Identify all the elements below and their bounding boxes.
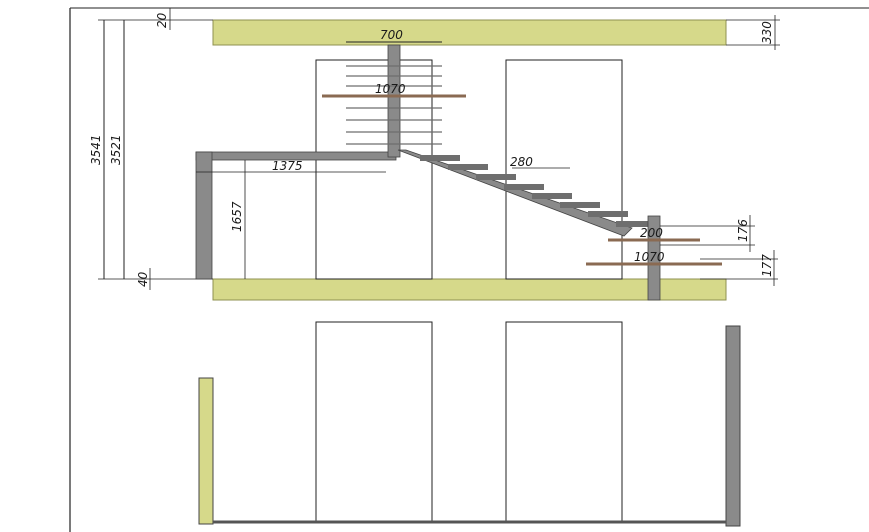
dim-label-3521: 3521 [109, 134, 123, 165]
dim-label-40: 40 [136, 271, 150, 287]
dim-label-20: 20 [155, 12, 169, 28]
dim-label-1070-top: 1070 [375, 82, 406, 96]
lower-left-post [198, 377, 214, 525]
lower-right-post [725, 325, 741, 527]
flight-tread [532, 193, 572, 199]
flight-treads [420, 155, 656, 227]
flight-tread [504, 184, 544, 190]
flight-tread [420, 155, 460, 161]
dim-label-1375: 1375 [272, 159, 303, 173]
lower-stair-post [647, 215, 661, 301]
dim-label-176: 176 [736, 219, 750, 242]
flight-tread [616, 221, 656, 227]
dim-label-280: 280 [510, 155, 533, 169]
window-upper-right [505, 59, 623, 280]
winder-treads [346, 65, 442, 145]
dim-label-700: 700 [380, 28, 403, 42]
dim-label-330: 330 [760, 21, 774, 44]
floor-slab [212, 278, 727, 301]
flight-tread [588, 211, 628, 217]
landing-post [195, 151, 213, 280]
dim-label-3541: 3541 [89, 134, 103, 165]
window-upper-left [315, 59, 433, 280]
diagonal-stringer [397, 149, 633, 237]
dim-label-1070-bottom: 1070 [634, 250, 665, 264]
dim-label-1657: 1657 [230, 201, 244, 232]
flight-tread [476, 174, 516, 180]
ceiling-slab [212, 19, 727, 46]
central-column [387, 44, 401, 158]
flight-tread [448, 164, 488, 170]
window-lower-right [505, 321, 623, 523]
window-lower-left [315, 321, 433, 523]
dim-label-177: 177 [760, 254, 774, 277]
flight-tread [560, 202, 600, 208]
dim-label-200: 200 [640, 226, 663, 240]
